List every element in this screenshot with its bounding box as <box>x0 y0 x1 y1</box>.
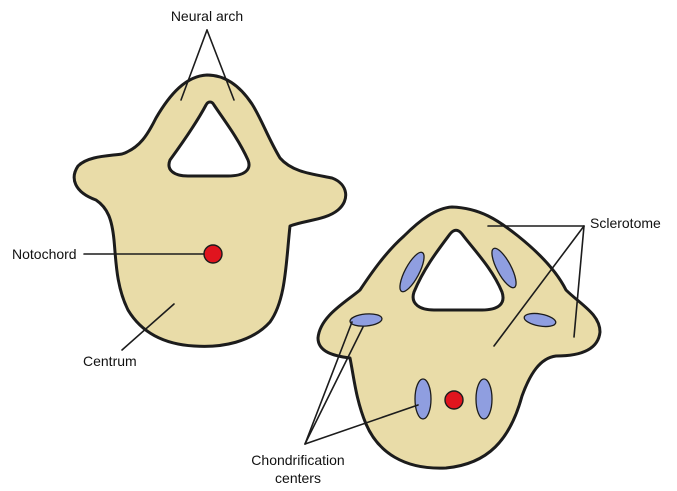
left-vertebra <box>74 75 346 346</box>
notochord-dot-right <box>445 391 463 409</box>
chondrification-center-body-left <box>415 379 431 419</box>
sclerotome-label: Sclerotome <box>590 215 661 231</box>
right-vertebra <box>318 207 600 468</box>
chondrification-center-body-right <box>476 379 492 419</box>
neural-arch-label: Neural arch <box>171 8 243 24</box>
chondrification-label-line1: Chondrification <box>251 452 344 468</box>
notochord-label: Notochord <box>12 246 77 262</box>
chondrification-label-line2: centers <box>275 470 321 486</box>
notochord-dot <box>204 245 222 263</box>
centrum-label: Centrum <box>83 353 137 369</box>
